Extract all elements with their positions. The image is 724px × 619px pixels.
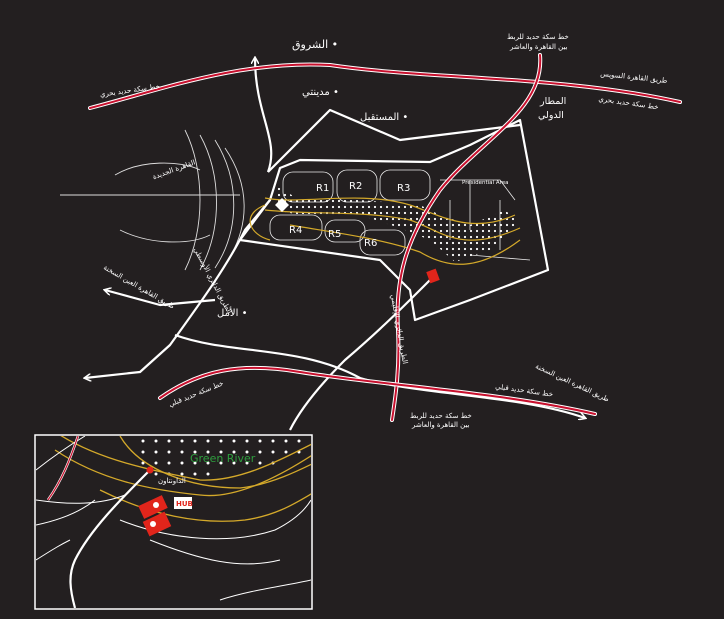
- zone-r2: R2: [349, 181, 362, 192]
- hub-badge: HUB: [176, 500, 193, 508]
- new-cairo-street-pattern: [60, 129, 245, 271]
- zone-r4: R4: [289, 225, 302, 236]
- inset-map: Green River الداونتاون HUB: [34, 434, 313, 610]
- capital-outline: [238, 118, 550, 322]
- label-airport-l2: الدولي: [538, 110, 564, 121]
- presidential-area-label: Presidential Area: [462, 180, 509, 186]
- label-mostakbal: المستقبل •: [360, 112, 408, 123]
- ain-sokhna-road-right: [174, 333, 585, 418]
- east-link-road: [267, 108, 521, 173]
- label-rail-bottom-link-2: بين القاهرة والعاشر: [411, 421, 470, 429]
- main-roads: [85, 58, 585, 431]
- railways: [88, 53, 682, 422]
- inset-marker-label: الداونتاون: [158, 477, 186, 485]
- inset-title: Green River: [190, 452, 256, 465]
- green-river-dots: [275, 185, 518, 262]
- road-rail-labels: طريق القاهرة السويس خط سكة حديد بحري خط …: [99, 33, 668, 429]
- zone-r5: R5: [328, 229, 341, 240]
- label-airport-l1: المطار: [539, 96, 566, 107]
- zone-r1: R1: [316, 183, 329, 194]
- label-rail-south-left: خط سكة حديد قبلي: [168, 379, 225, 408]
- map-pin-diamond: [275, 198, 289, 212]
- zone-r6: R6: [364, 238, 377, 249]
- label-shorouk: الشروق •: [292, 38, 338, 51]
- label-amal: الأمل •: [217, 306, 248, 319]
- label-new-cairo: القاهرة الجديدة: [152, 158, 197, 181]
- label-rail-bottom-link-1: خط سكة حديد للربط: [410, 412, 472, 420]
- zone-labels: R1 R2 R3 R4 R5 R6 Presidential Area: [289, 180, 509, 249]
- ain-sokhna-road-left: [105, 290, 216, 307]
- regional-ring-road: [289, 279, 431, 431]
- zone-r3: R3: [397, 183, 410, 194]
- label-madinaty: مدينتي •: [302, 87, 339, 98]
- label-rail-top-link-1: خط سكة حديد للربط: [507, 33, 569, 41]
- label-suez-road: طريق القاهرة السويس: [600, 70, 668, 85]
- project-marker: [426, 268, 440, 284]
- label-ain-sokhna-left: طريق القاهرة العين السخنة: [102, 263, 176, 310]
- label-rail-top-link-2: بين القاهرة والعاشر: [509, 43, 568, 51]
- shorouk-road: [255, 58, 273, 173]
- yellow-ring-roads: [249, 197, 521, 265]
